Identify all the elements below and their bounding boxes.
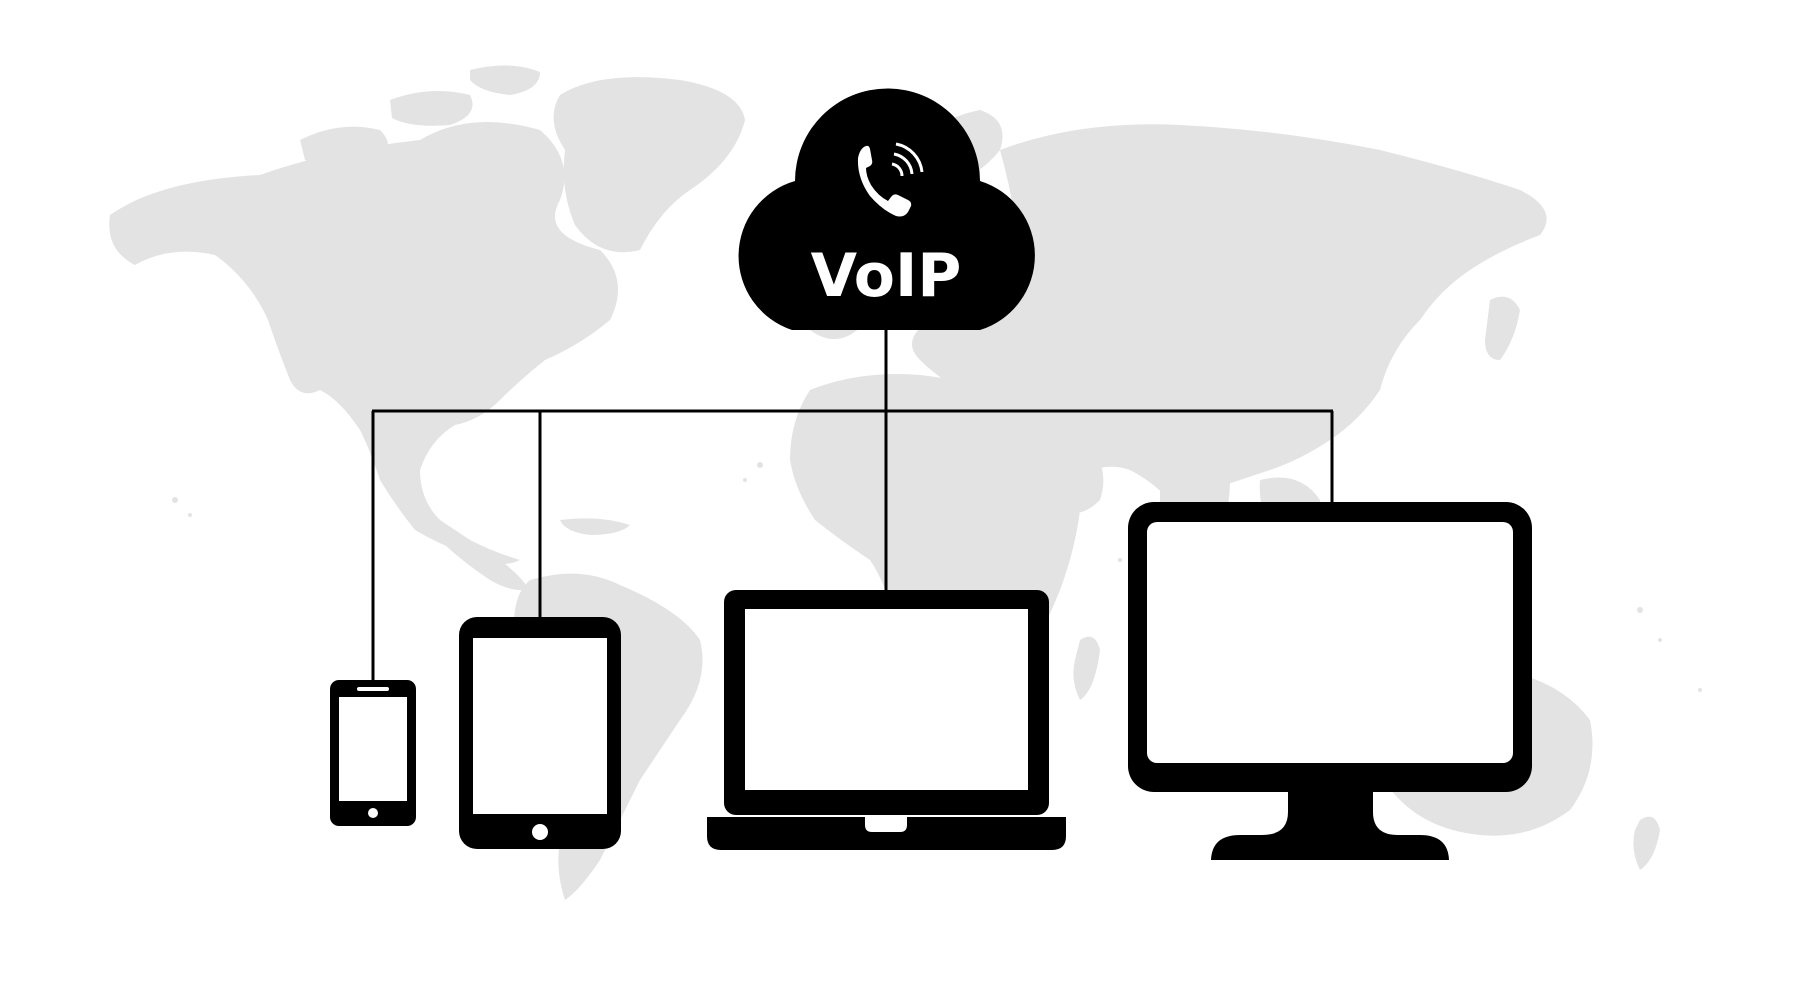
- phone-calling-icon: [857, 142, 924, 217]
- laptop-icon: [707, 590, 1066, 850]
- smartphone-icon: [330, 680, 416, 826]
- cloud-label: VoIP: [811, 241, 962, 311]
- tablet-icon: [459, 617, 621, 849]
- voip-cloud: VoIP: [738, 88, 1035, 331]
- monitor-icon: [1128, 502, 1532, 860]
- connection-lines: [371, 330, 1334, 683]
